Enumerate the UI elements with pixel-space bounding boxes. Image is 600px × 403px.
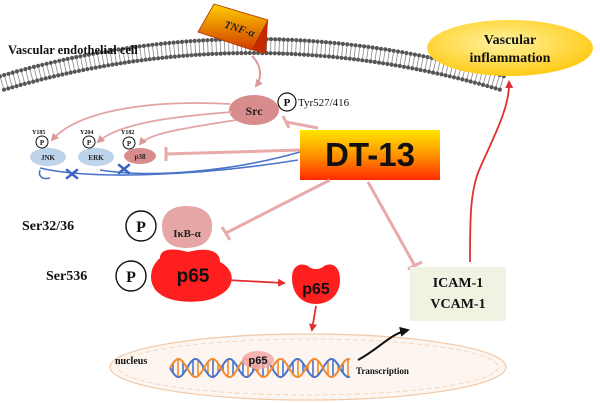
dt13-drug: DT-13 [300,130,440,180]
icam1-label: ICAM-1 [433,276,484,291]
mapk-p38: p38 P Y182 [121,130,156,164]
p38-site: Y182 [121,130,134,136]
dt13-box [300,130,440,180]
adhesion-molecules-box: ICAM-1 VCAM-1 [410,267,506,321]
p65-site-label: Ser536 [46,269,87,284]
src-label: Src [245,104,263,118]
cell-title: Vascular endothelial cell [8,43,138,57]
src-to-mapk-arrows [50,102,237,146]
mapk-jnk: JNK P Y185 [30,130,66,166]
adhesion-box [410,267,506,321]
dt13-label: DT-13 [325,136,415,173]
vcam1-label: VCAM-1 [430,297,485,312]
mapk-erk: ERK P Y204 [78,130,114,166]
p65-complex: p65 [151,249,232,302]
p65-free-label: p65 [302,281,330,298]
erk-phospho: P [87,139,92,147]
p65-complex-label: p65 [177,266,210,287]
p38-label: p38 [135,153,146,161]
vascular-inflammation-node: Vascular inflammation [427,20,593,76]
p65-nuclear: p65 [242,351,274,369]
p65-free: p65 [292,264,340,304]
src-ellipse [229,95,279,125]
erk-site: Y204 [80,130,93,136]
ikb-phospho: P [125,210,157,242]
ikb-alpha-label: IκB-α [173,228,201,240]
p65-nuclear-label: p65 [249,355,268,367]
jnk-phospho: P [40,139,45,147]
inflammation-line1: Vascular [484,33,536,48]
ikb-phospho-label: P [136,219,146,236]
tnf-alpha-stimulus: TNF-α [197,3,269,54]
erk-label: ERK [88,154,104,162]
p65-phospho-label: P [126,269,136,286]
nucleus-label: nucleus [115,356,147,367]
jnk-label: JNK [41,154,56,162]
src-node: Src P Tyr527/416 [229,92,350,125]
p65-release-arrow [225,278,286,287]
p65-nuclear-arrow [309,305,317,332]
tnf-to-src-arrow [251,55,263,88]
src-phospho-label: P [284,97,291,109]
adhesion-to-inflammation-arrow [469,80,514,263]
blocked-x-marks [65,163,131,180]
jnk-site: Y185 [32,130,45,136]
src-phospho-circle [277,92,297,112]
ikb-site-label: Ser32/36 [22,219,74,234]
src-site-label: Tyr527/416 [298,97,350,109]
transcription-arrow [357,326,410,361]
dt13-inhibition-lines [164,115,423,271]
inflammation-line2: inflammation [470,51,551,66]
transcription-label: Transcription [356,366,409,376]
ikb-alpha-node: IκB-α [162,206,212,248]
p65-phospho: P [115,260,147,292]
p38-phospho: P [127,140,132,148]
